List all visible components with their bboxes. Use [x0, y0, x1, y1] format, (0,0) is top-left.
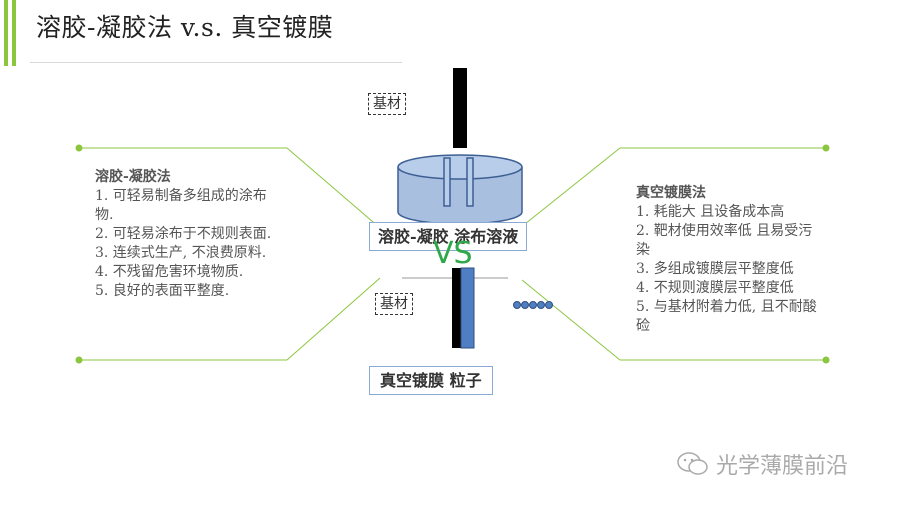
left-connector-bottom-diag: [286, 277, 381, 361]
sol-gel-heading: 溶胶-凝胶法: [95, 169, 171, 185]
vacuum-item: 3. 多组成镀膜层平整度低: [636, 261, 794, 277]
title-divider: [30, 62, 402, 63]
right-connector-dot-bottom: [822, 356, 830, 364]
left-connector-top-diag: [286, 147, 381, 229]
left-connector-dot-top: [75, 144, 83, 152]
substrate-label-top: 基材: [368, 93, 406, 115]
vacuum-particles: [513, 301, 553, 309]
substrate-label-bottom: 基材: [375, 293, 413, 315]
beaker-top: [397, 154, 523, 180]
deposited-film: [460, 267, 475, 349]
sol-gel-item: 3. 连续式生产, 不浪费原料.: [95, 245, 267, 261]
vacuum-heading: 真空镀膜法: [636, 185, 706, 201]
accent-bar: [4, 0, 8, 66]
vacuum-item: 1. 耗能大 且设备成本高: [636, 204, 785, 220]
right-connector-top-diag: [519, 147, 621, 229]
vacuum-item: 4. 不规则渡膜层平整度低: [636, 280, 794, 296]
top-substrate-bar: [453, 68, 467, 148]
left-connector-dot-bottom: [75, 356, 83, 364]
vacuum-item: 2. 靶材使用效率低 且易受污染: [636, 223, 813, 258]
sol-gel-item: 4. 不残留危害环境物质.: [95, 264, 244, 280]
sol-gel-item: 1. 可轻易制备多组成的涂布物.: [95, 188, 267, 223]
page-title: 溶胶-凝胶法 v.s. 真空镀膜: [36, 13, 334, 42]
watermark-text: 光学薄膜前沿: [716, 454, 849, 479]
right-connector-dot-top: [822, 144, 830, 152]
sol-gel-item: 5. 良好的表面平整度.: [95, 283, 230, 299]
vacuum-particle-label: 真空镀膜 粒子: [369, 366, 493, 395]
dipped-substrate-right: [466, 157, 474, 207]
vs-label: VS: [433, 236, 473, 271]
sol-gel-item: 2. 可轻易涂布于不规则表面.: [95, 226, 272, 242]
wechat-icon: [677, 452, 708, 475]
vacuum-panel: 真空镀膜法 1. 耗能大 且设备成本高 2. 靶材使用效率低 且易受污染 3. …: [636, 184, 826, 336]
sol-gel-solution-label: 溶胶-凝胶 涂布溶液: [369, 222, 528, 251]
accent-bar-secondary: [12, 0, 16, 66]
dipped-substrate-left: [443, 157, 451, 207]
bottom-substrate-bar: [452, 268, 461, 348]
sol-gel-panel: 溶胶-凝胶法 1. 可轻易制备多组成的涂布物. 2. 可轻易涂布于不规则表面. …: [95, 168, 285, 301]
vacuum-item: 5. 与基材附着力低, 且不耐酸硷: [636, 299, 817, 334]
right-connector-bottom-diag: [521, 279, 621, 361]
